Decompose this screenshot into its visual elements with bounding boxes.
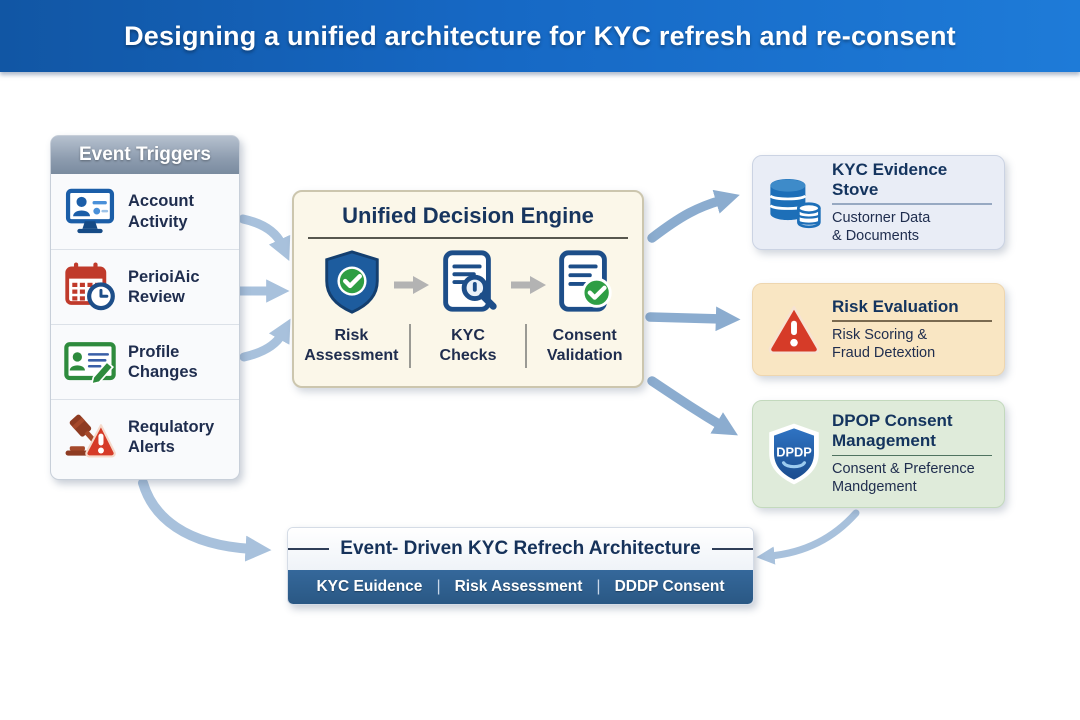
id-card-edit-icon xyxy=(62,335,118,389)
shield-label: DPDP xyxy=(776,444,812,459)
arrow-triggers-to-engine-bottom xyxy=(239,318,291,362)
engine-step-label: Consent Validation xyxy=(546,326,623,364)
trigger-label: Requlatory Alerts xyxy=(128,417,215,456)
arrow-triggers-to-footer xyxy=(138,478,272,562)
footer-item: DDDP Consent xyxy=(614,578,725,595)
output-title: KYC Evidence Stove xyxy=(832,159,948,199)
warning-triangle-icon xyxy=(761,303,827,357)
event-triggers-header: Event Triggers xyxy=(51,136,239,174)
trigger-item-periodic-review: PerioiAic Review xyxy=(51,249,239,324)
footer-item: Risk Assessment xyxy=(454,578,583,595)
engine-title: Unified Decision Engine xyxy=(342,203,594,228)
shield-check-icon xyxy=(294,247,410,319)
output-subtitle: Risk Scoring & Fraud Detextion xyxy=(832,326,936,362)
header-banner: Designing a unified architecture for KYC… xyxy=(0,0,1080,72)
monitor-user-icon xyxy=(62,185,118,239)
trigger-item-profile-changes: Profile Changes xyxy=(51,324,239,399)
arrow-engine-to-dpdp-consent xyxy=(647,376,738,436)
risk-evaluation-box: Risk Evaluation Risk Scoring & Fraud Det… xyxy=(752,283,1005,376)
document-check-icon xyxy=(526,247,642,319)
arrow-engine-to-risk-evaluation xyxy=(645,306,741,332)
trigger-item-account-activity: Account Activity xyxy=(51,174,239,249)
database-icon xyxy=(761,175,827,231)
arrow-dpdp-to-footer xyxy=(756,509,860,565)
unified-decision-engine-panel: Unified Decision Engine xyxy=(292,190,644,388)
gavel-warning-icon xyxy=(62,410,118,464)
output-subtitle: Custorner Data & Documents xyxy=(832,209,931,244)
event-triggers-panel: Event Triggers Account Activity xyxy=(50,135,240,480)
footer-title: Event- Driven KYC Refrech Architecture xyxy=(340,538,701,559)
output-subtitle: Consent & Preference Mandgement xyxy=(832,461,975,496)
footer-item: KYC Euidence xyxy=(316,578,423,595)
arrow-engine-to-evidence-store xyxy=(647,189,740,243)
engine-step-label: Risk Assessment xyxy=(304,326,399,364)
trigger-label: Profile Changes xyxy=(128,342,198,381)
dpdp-shield-icon: DPDP xyxy=(761,422,827,486)
output-title: Risk Evaluation xyxy=(832,296,959,316)
arrow-triggers-to-engine-top xyxy=(238,214,291,261)
footer-title-row: Event- Driven KYC Refrech Architecture xyxy=(288,528,753,570)
footer-items-bar: KYC Euidence | Risk Assessment | DDDP Co… xyxy=(288,570,753,604)
footer-separator: | xyxy=(596,578,601,595)
calendar-clock-icon xyxy=(62,260,118,314)
step-arrow-icon xyxy=(394,274,430,301)
footer-separator: | xyxy=(436,578,441,595)
document-search-icon xyxy=(410,247,526,319)
output-divider xyxy=(832,454,992,457)
output-title: DPOP Consent Management xyxy=(832,411,953,451)
engine-step-label: KYC Checks xyxy=(408,323,528,368)
kyc-evidence-store-box: KYC Evidence Stove Custorner Data & Docu… xyxy=(752,155,1005,250)
footer-banner: Event- Driven KYC Refrech Architecture K… xyxy=(287,527,754,605)
step-arrow-icon xyxy=(511,274,547,301)
trigger-item-regulatory-alerts: Requlatory Alerts xyxy=(51,399,239,474)
page-title: Designing a unified architecture for KYC… xyxy=(124,20,956,51)
trigger-label: Account Activity xyxy=(128,192,194,231)
output-divider xyxy=(832,203,992,205)
output-divider xyxy=(832,320,992,322)
engine-title-divider xyxy=(308,237,628,239)
trigger-label: PerioiAic Review xyxy=(128,267,200,306)
dpdp-consent-management-box: DPDP DPOP Consent Management Consent & P… xyxy=(752,400,1005,508)
dash-line xyxy=(711,548,753,550)
dash-line xyxy=(288,548,330,550)
